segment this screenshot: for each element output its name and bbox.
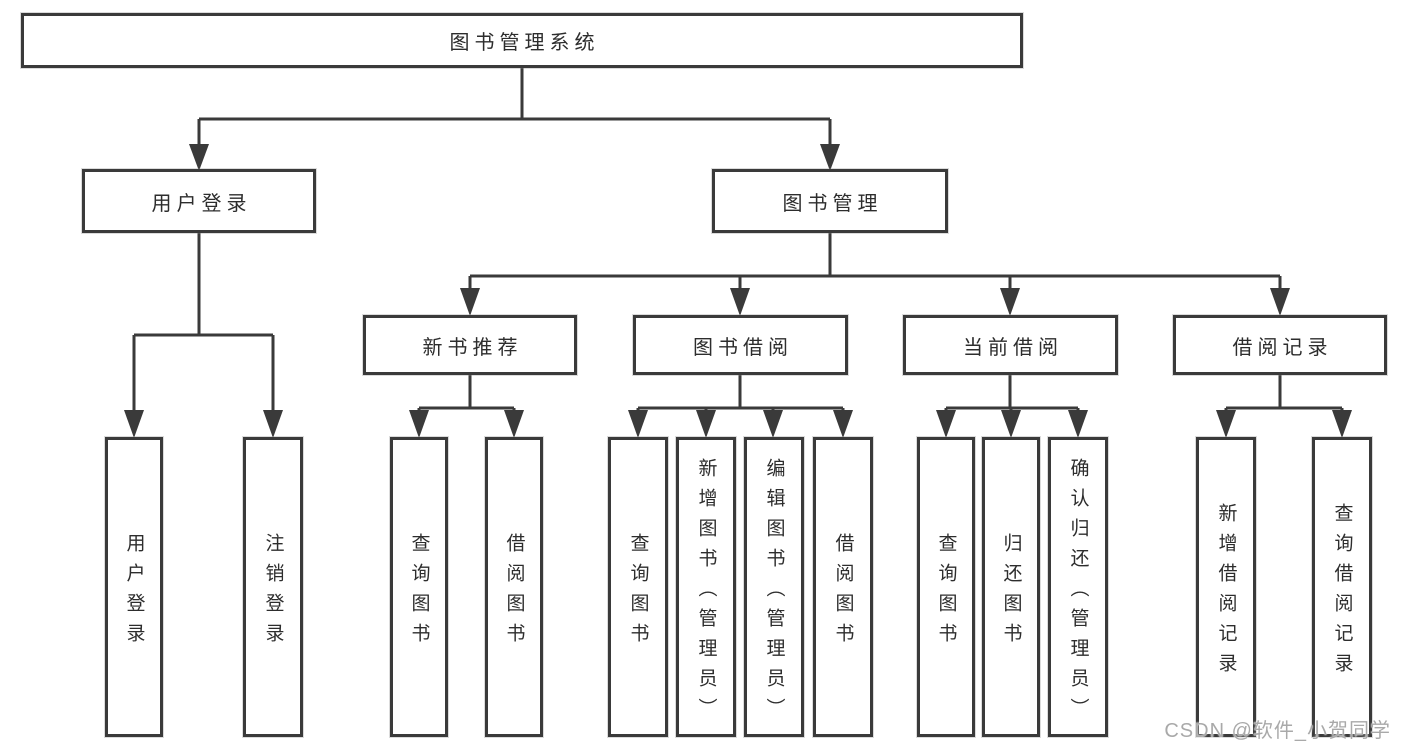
node-current-borrow: 当前借阅 — [903, 315, 1118, 375]
node-borrow-records: 借阅记录 — [1173, 315, 1387, 375]
leaf-edit-book-admin: 编辑图书（管理员） — [744, 437, 804, 737]
node-book-management: 图书管理 — [712, 169, 948, 233]
node-new-book-recommend: 新书推荐 — [363, 315, 577, 375]
node-user-login: 用户登录 — [82, 169, 316, 233]
arrowheads — [124, 144, 1352, 438]
leaf-query-books-1: 查询图书 — [390, 437, 448, 737]
watermark: CSDN @软件_小贺同学 — [1164, 720, 1391, 742]
node-root: 图书管理系统 — [21, 13, 1023, 68]
leaf-add-borrow-record: 新增借阅记录 — [1196, 437, 1256, 737]
leaf-query-books-2: 查询图书 — [608, 437, 668, 737]
leaf-add-book-admin: 新增图书（管理员） — [676, 437, 736, 737]
leaf-return-books: 归还图书 — [982, 437, 1040, 737]
leaf-user-login: 用户登录 — [105, 437, 163, 737]
leaf-borrow-books-1: 借阅图书 — [485, 437, 543, 737]
leaf-logout: 注销登录 — [243, 437, 303, 737]
leaf-query-books-3: 查询图书 — [917, 437, 975, 737]
node-book-borrow: 图书借阅 — [633, 315, 848, 375]
leaf-confirm-return-admin: 确认归还（管理员） — [1048, 437, 1108, 737]
leaf-query-borrow-record: 查询借阅记录 — [1312, 437, 1372, 737]
leaf-borrow-books-2: 借阅图书 — [813, 437, 873, 737]
